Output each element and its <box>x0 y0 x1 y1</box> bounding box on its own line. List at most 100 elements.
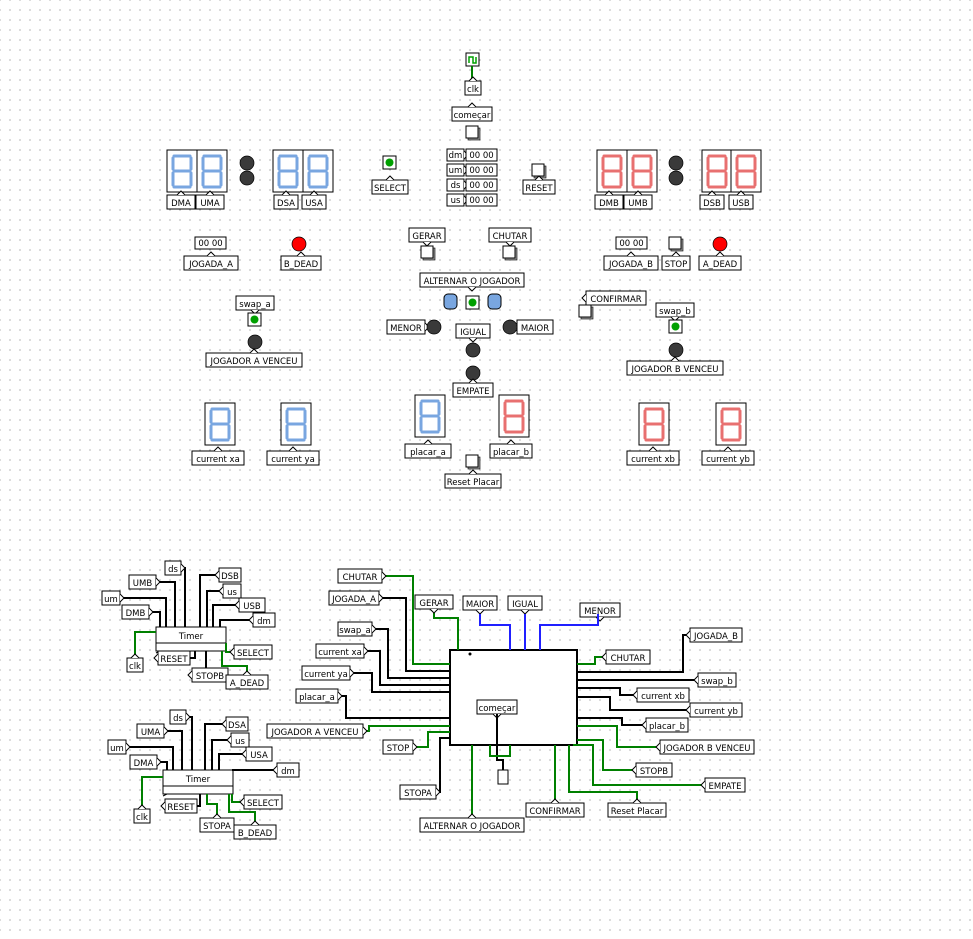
led-a-1[interactable] <box>239 155 255 171</box>
jogada-b-label: JOGADA_B <box>608 260 653 270</box>
menor-label: MENOR <box>390 324 422 334</box>
main-left-0: CHUTAR <box>343 573 378 583</box>
swap-a-label: swap_a <box>239 300 270 310</box>
chutar-button[interactable] <box>502 245 516 259</box>
alternar-pin-1[interactable] <box>487 293 502 310</box>
counter-ds-label: ds <box>451 181 461 191</box>
led-b-dead[interactable] <box>291 236 307 252</box>
label-uma-notch <box>205 190 215 196</box>
jogada-a-register-value: 00 00 <box>198 239 222 249</box>
reset-label: RESET <box>525 184 553 194</box>
main-left-0-notch <box>381 571 387 581</box>
timer-a-out-3: dm <box>257 617 271 627</box>
led-jogador-a-venceu[interactable] <box>247 334 263 350</box>
label-dma: DMA <box>171 199 191 209</box>
select-pin-dot <box>385 158 394 167</box>
main-right-0-notch <box>685 630 691 640</box>
main-left-2-notch <box>429 608 439 614</box>
led-a-2[interactable] <box>239 170 255 186</box>
main-left-wire-1 <box>379 597 450 672</box>
timer-a-in-1-notch <box>155 577 161 587</box>
timer-b-in-0-notch <box>185 712 191 722</box>
main-top-1: IGUAL <box>512 600 538 610</box>
jogador-b-venceu-label: JOGADOR B VENCEU <box>630 365 718 375</box>
led-a-dead[interactable] <box>712 236 728 252</box>
timer-b-out-0: DSA <box>228 721 246 731</box>
label-usa: USA <box>305 199 323 209</box>
timer-a-in-6: STOPB <box>196 672 224 682</box>
timer-b-out-5: B_DEAD <box>238 829 273 839</box>
timer-b-in-3: DMA <box>134 759 154 769</box>
stop-button[interactable] <box>668 236 682 250</box>
counter-us-register-value: 00 00 <box>469 196 493 206</box>
empate-label: EMPATE <box>456 387 489 397</box>
timer-b-out-2-notch <box>241 749 247 759</box>
main-left-7: JOGADOR A VENCEU <box>270 728 358 738</box>
alternar-label: ALTERNAR O JOGADOR <box>424 277 521 287</box>
led-b-1[interactable] <box>668 155 684 171</box>
counter-us-register <box>465 193 498 207</box>
main-right-9: Reset Placar <box>611 807 664 817</box>
timer-b-in-6-notch <box>212 813 222 819</box>
select-label-notch <box>385 175 395 181</box>
main-right-3: current xb <box>641 692 685 702</box>
reset-button[interactable] <box>531 163 545 177</box>
main-right-4-notch <box>685 705 691 715</box>
label-dmb: DMB <box>599 199 619 209</box>
swap-b-pin-dot <box>671 322 680 331</box>
wire <box>211 739 231 770</box>
wire <box>164 730 183 770</box>
main-left-5: current ya <box>304 670 348 680</box>
timer-b-in-0: ds <box>173 714 183 724</box>
alternar-pin-0[interactable] <box>443 293 458 310</box>
wire <box>206 590 223 627</box>
main-left-6-notch <box>337 691 343 701</box>
main-right-2: swap_b <box>701 677 733 687</box>
start-button[interactable] <box>465 125 479 139</box>
main-top-0-notch <box>475 609 485 615</box>
main-left-wire-0 <box>382 575 450 665</box>
led-jogador-b-venceu[interactable] <box>668 342 684 358</box>
led-b-2[interactable] <box>668 170 684 186</box>
current-ya-label-notch <box>288 446 298 452</box>
timer-a-in-4-notch <box>130 653 140 659</box>
main-right-6-notch <box>655 742 661 752</box>
timer-a-out-0-notch <box>214 570 220 580</box>
timer-b-out-0-notch <box>221 719 227 729</box>
confirmar-button[interactable] <box>578 304 592 318</box>
main-left-wire-9 <box>436 737 450 793</box>
label-dma-notch <box>176 190 186 196</box>
b-dead-label-notch <box>296 251 306 257</box>
counter-ds-register <box>465 178 498 192</box>
timer-a-in-5: RESET <box>160 655 188 665</box>
counter-um-label: um <box>449 166 463 176</box>
main-right-2-notch <box>693 675 699 685</box>
label-umb-notch <box>633 190 643 196</box>
timer-b-out-1: us <box>235 737 245 747</box>
label-usa-notch <box>309 190 319 196</box>
jogada-b-label-notch <box>626 251 636 257</box>
timer-b-in-1: UMA <box>141 728 161 738</box>
timer-b-in-4: clk <box>136 813 148 823</box>
main-right-3-notch <box>632 690 638 700</box>
led-empate[interactable] <box>465 365 481 381</box>
led-igual[interactable] <box>465 342 481 358</box>
main-left-6: placar_a <box>299 693 335 703</box>
gerar-button[interactable] <box>420 245 434 259</box>
current-xa-label: current xa <box>196 455 240 465</box>
main-circuit-block[interactable] <box>449 649 578 746</box>
led-maior[interactable] <box>502 319 518 335</box>
label-usb: USB <box>732 199 750 209</box>
timer-a-out-5: A_DEAD <box>230 679 265 689</box>
reset-placar-button[interactable] <box>465 454 479 468</box>
current-xb-label-notch <box>648 446 658 452</box>
wire <box>197 794 201 807</box>
timer-b-in-2-notch <box>125 742 131 752</box>
wire <box>134 631 156 658</box>
placar-a-label: placar_a <box>410 448 446 458</box>
timer-a-in-2: um <box>104 595 118 605</box>
main-right-10-notch <box>550 798 560 804</box>
timer-a-out-2: USB <box>243 602 261 612</box>
led-menor[interactable] <box>426 319 442 335</box>
counter-um-register-value: 00 00 <box>469 166 493 176</box>
